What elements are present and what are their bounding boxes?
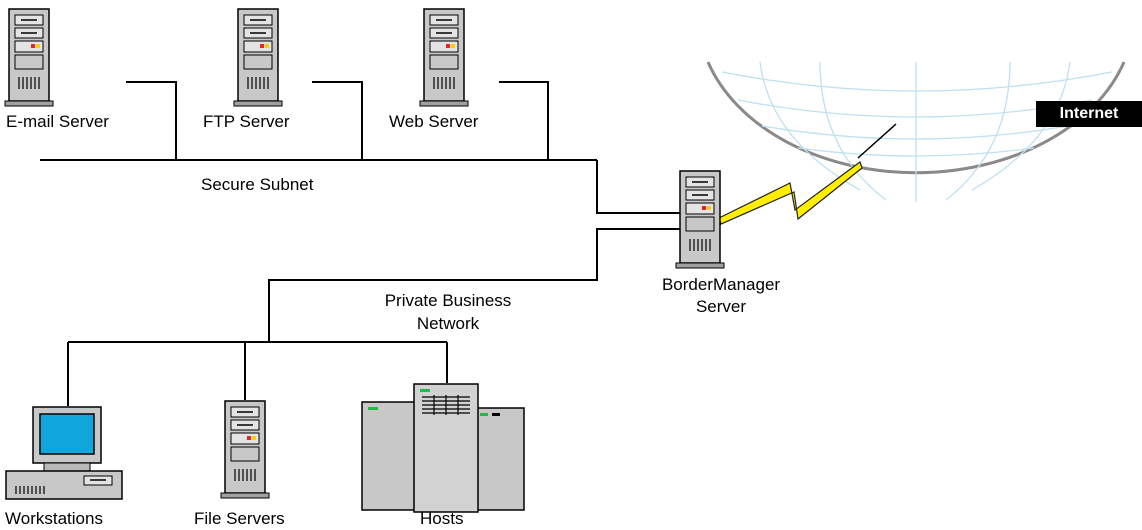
workstations-label: Workstations	[5, 509, 103, 528]
bordermanager-label-line1: BorderManager	[661, 275, 781, 294]
hosts-label: Hosts	[420, 509, 464, 528]
web-server-icon	[419, 8, 469, 107]
web-server-label: Web Server	[389, 112, 479, 131]
hosts-icon	[361, 383, 525, 513]
secure-subnet-label: Secure Subnet	[201, 175, 314, 194]
internet-globe	[706, 61, 1126, 202]
lightning-bolt-icon	[718, 161, 863, 225]
private-network-label-line1: Private Business	[384, 291, 512, 310]
email-server-label: E-mail Server	[6, 112, 109, 131]
file-server-icon	[220, 400, 270, 499]
internet-label: Internet	[1036, 101, 1142, 127]
network-links	[40, 81, 680, 406]
private-network-label-line2: Network	[416, 314, 480, 333]
bordermanager-server-icon	[675, 170, 725, 269]
ftp-server-label: FTP Server	[203, 112, 290, 131]
bordermanager-label-line2: Server	[695, 297, 747, 316]
ftp-server-icon	[233, 8, 283, 107]
file-servers-label: File Servers	[194, 509, 285, 528]
email-server-icon	[4, 8, 54, 107]
workstation-icon	[5, 406, 123, 500]
